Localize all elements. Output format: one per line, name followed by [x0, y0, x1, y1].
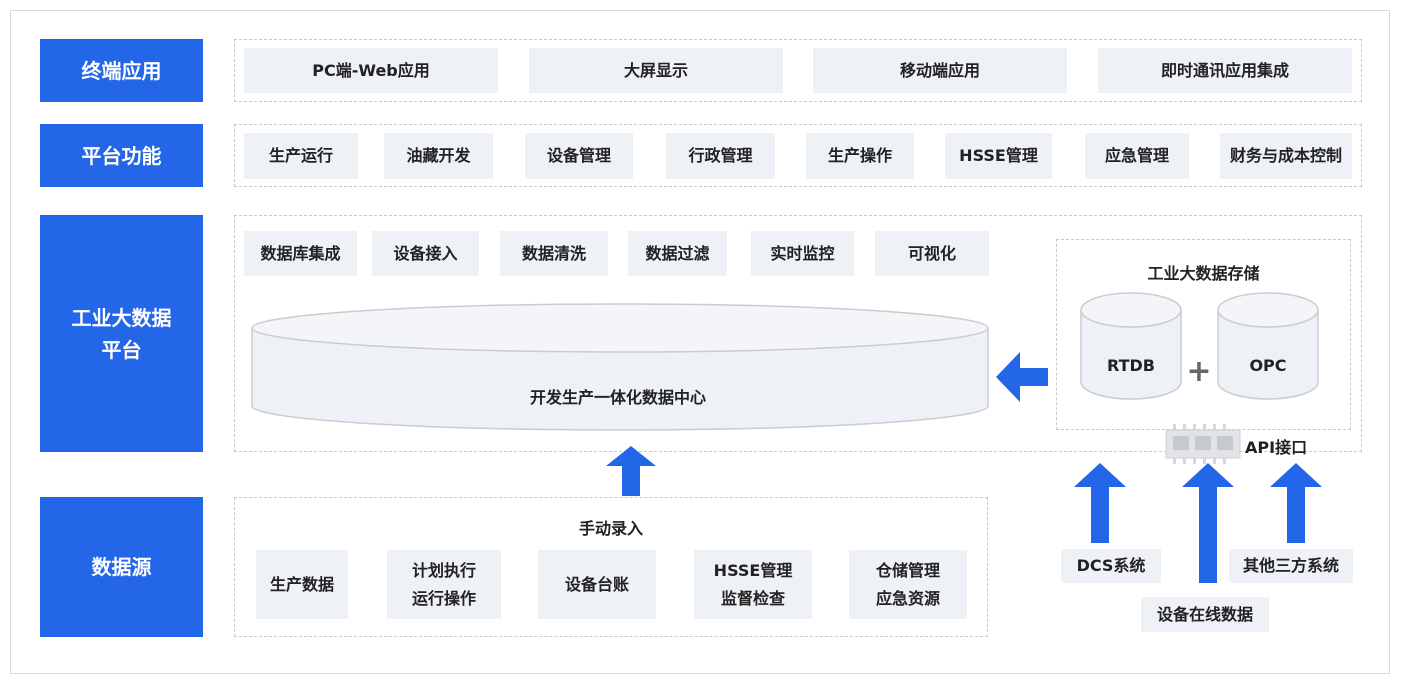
platform-func-equipment: 设备管理 — [525, 133, 633, 179]
manual-item-hsse: HSSE管理 监督检查 — [694, 550, 812, 619]
bigdata-func-monitoring: 实时监控 — [751, 231, 854, 276]
platform-func-finance: 财务与成本控制 — [1220, 133, 1352, 179]
arrow-up-device-icon — [1182, 463, 1234, 583]
data-center-label: 开发生产一体化数据中心 — [529, 388, 706, 407]
platform-func-hsse: HSSE管理 — [945, 133, 1052, 179]
arrow-left-icon — [996, 352, 1048, 402]
bigdata-func-cleaning: 数据清洗 — [500, 231, 608, 276]
bigdata-func-db-integration: 数据库集成 — [244, 231, 357, 276]
rtdb-cylinder — [1080, 292, 1182, 400]
manual-item-plan-execution: 计划执行 运行操作 — [387, 550, 501, 619]
platform-func-admin: 行政管理 — [666, 133, 775, 179]
arrow-up-thirdparty-icon — [1270, 463, 1322, 543]
diagram-frame — [10, 10, 1390, 674]
opc-label: OPC — [1249, 356, 1287, 375]
bigdata-row — [234, 215, 1362, 452]
terminal-app-bigscreen: 大屏显示 — [529, 48, 783, 93]
source-device-online: 设备在线数据 — [1141, 597, 1269, 632]
manual-entry-box — [234, 497, 988, 637]
source-third-party: 其他三方系统 — [1229, 549, 1353, 583]
bigdata-func-visualization: 可视化 — [875, 231, 989, 276]
layer-label-bigdata: 工业大数据平台 — [40, 215, 203, 452]
manual-item-warehouse: 仓储管理 应急资源 — [849, 550, 967, 619]
layer-label-platform: 平台功能 — [40, 124, 203, 187]
source-dcs: DCS系统 — [1061, 549, 1161, 583]
arrow-up-manual-icon — [606, 446, 656, 496]
rtdb-label: RTDB — [1107, 356, 1155, 375]
terminal-app-web: PC端-Web应用 — [244, 48, 498, 93]
platform-func-operation: 生产操作 — [806, 133, 914, 179]
bigdata-func-device-access: 设备接入 — [372, 231, 479, 276]
plus-sign: + — [1186, 354, 1212, 389]
platform-func-emergency: 应急管理 — [1085, 133, 1189, 179]
terminal-row — [234, 39, 1362, 102]
platform-func-reservoir: 油藏开发 — [384, 133, 493, 179]
bigdata-func-filtering: 数据过滤 — [628, 231, 727, 276]
data-center-cylinder — [251, 303, 989, 431]
manual-item-equipment-ledger: 设备台账 — [538, 550, 656, 619]
manual-item-production-data: 生产数据 — [256, 550, 348, 619]
platform-row — [234, 124, 1362, 187]
arrow-up-dcs-icon — [1074, 463, 1126, 543]
opc-cylinder — [1217, 292, 1319, 400]
storage-title: 工业大数据存储 — [1147, 264, 1260, 283]
manual-entry-title: 手动录入 — [578, 519, 643, 538]
terminal-app-im: 即时通讯应用集成 — [1098, 48, 1352, 93]
platform-func-production: 生产运行 — [244, 133, 358, 179]
api-label: API接口 — [1245, 438, 1308, 457]
layer-label-datasource: 数据源 — [40, 497, 203, 637]
terminal-app-mobile: 移动端应用 — [813, 48, 1067, 93]
layer-label-terminal: 终端应用 — [40, 39, 203, 102]
api-chip-icon — [1165, 424, 1241, 464]
